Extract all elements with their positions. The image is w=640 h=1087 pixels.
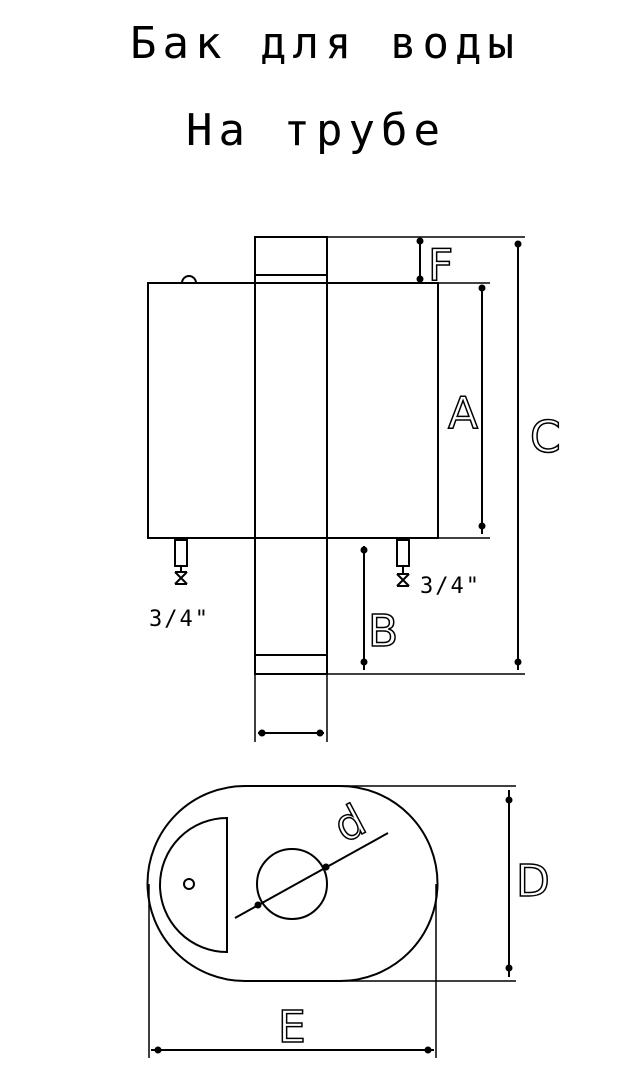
fitting-right <box>396 539 410 587</box>
title-line-1: Бак для воды <box>130 18 520 69</box>
tank-outline-top <box>146 785 439 982</box>
filler-hole <box>183 878 195 890</box>
pipe-hole <box>256 848 328 920</box>
tank-compartment <box>159 816 228 954</box>
tank-body <box>147 282 439 539</box>
dim-label-a: A <box>448 388 478 439</box>
fitting-label-right: 3/4" <box>420 574 481 599</box>
front-view: 3/4" 3/4" F A C B <box>147 236 561 742</box>
tank-cap <box>181 275 197 284</box>
title-line-2: На трубе <box>186 105 446 156</box>
fitting-left <box>174 539 188 585</box>
top-view: d D E <box>146 785 551 1058</box>
chimney-pipe <box>254 236 328 675</box>
dim-label-c: C <box>530 412 561 463</box>
dim-label-f: F <box>428 240 453 291</box>
dim-label-b: B <box>368 606 398 657</box>
dim-label-d: D <box>516 856 550 907</box>
dim-label-e: E <box>278 1002 306 1053</box>
fitting-label-left: 3/4" <box>149 607 210 632</box>
